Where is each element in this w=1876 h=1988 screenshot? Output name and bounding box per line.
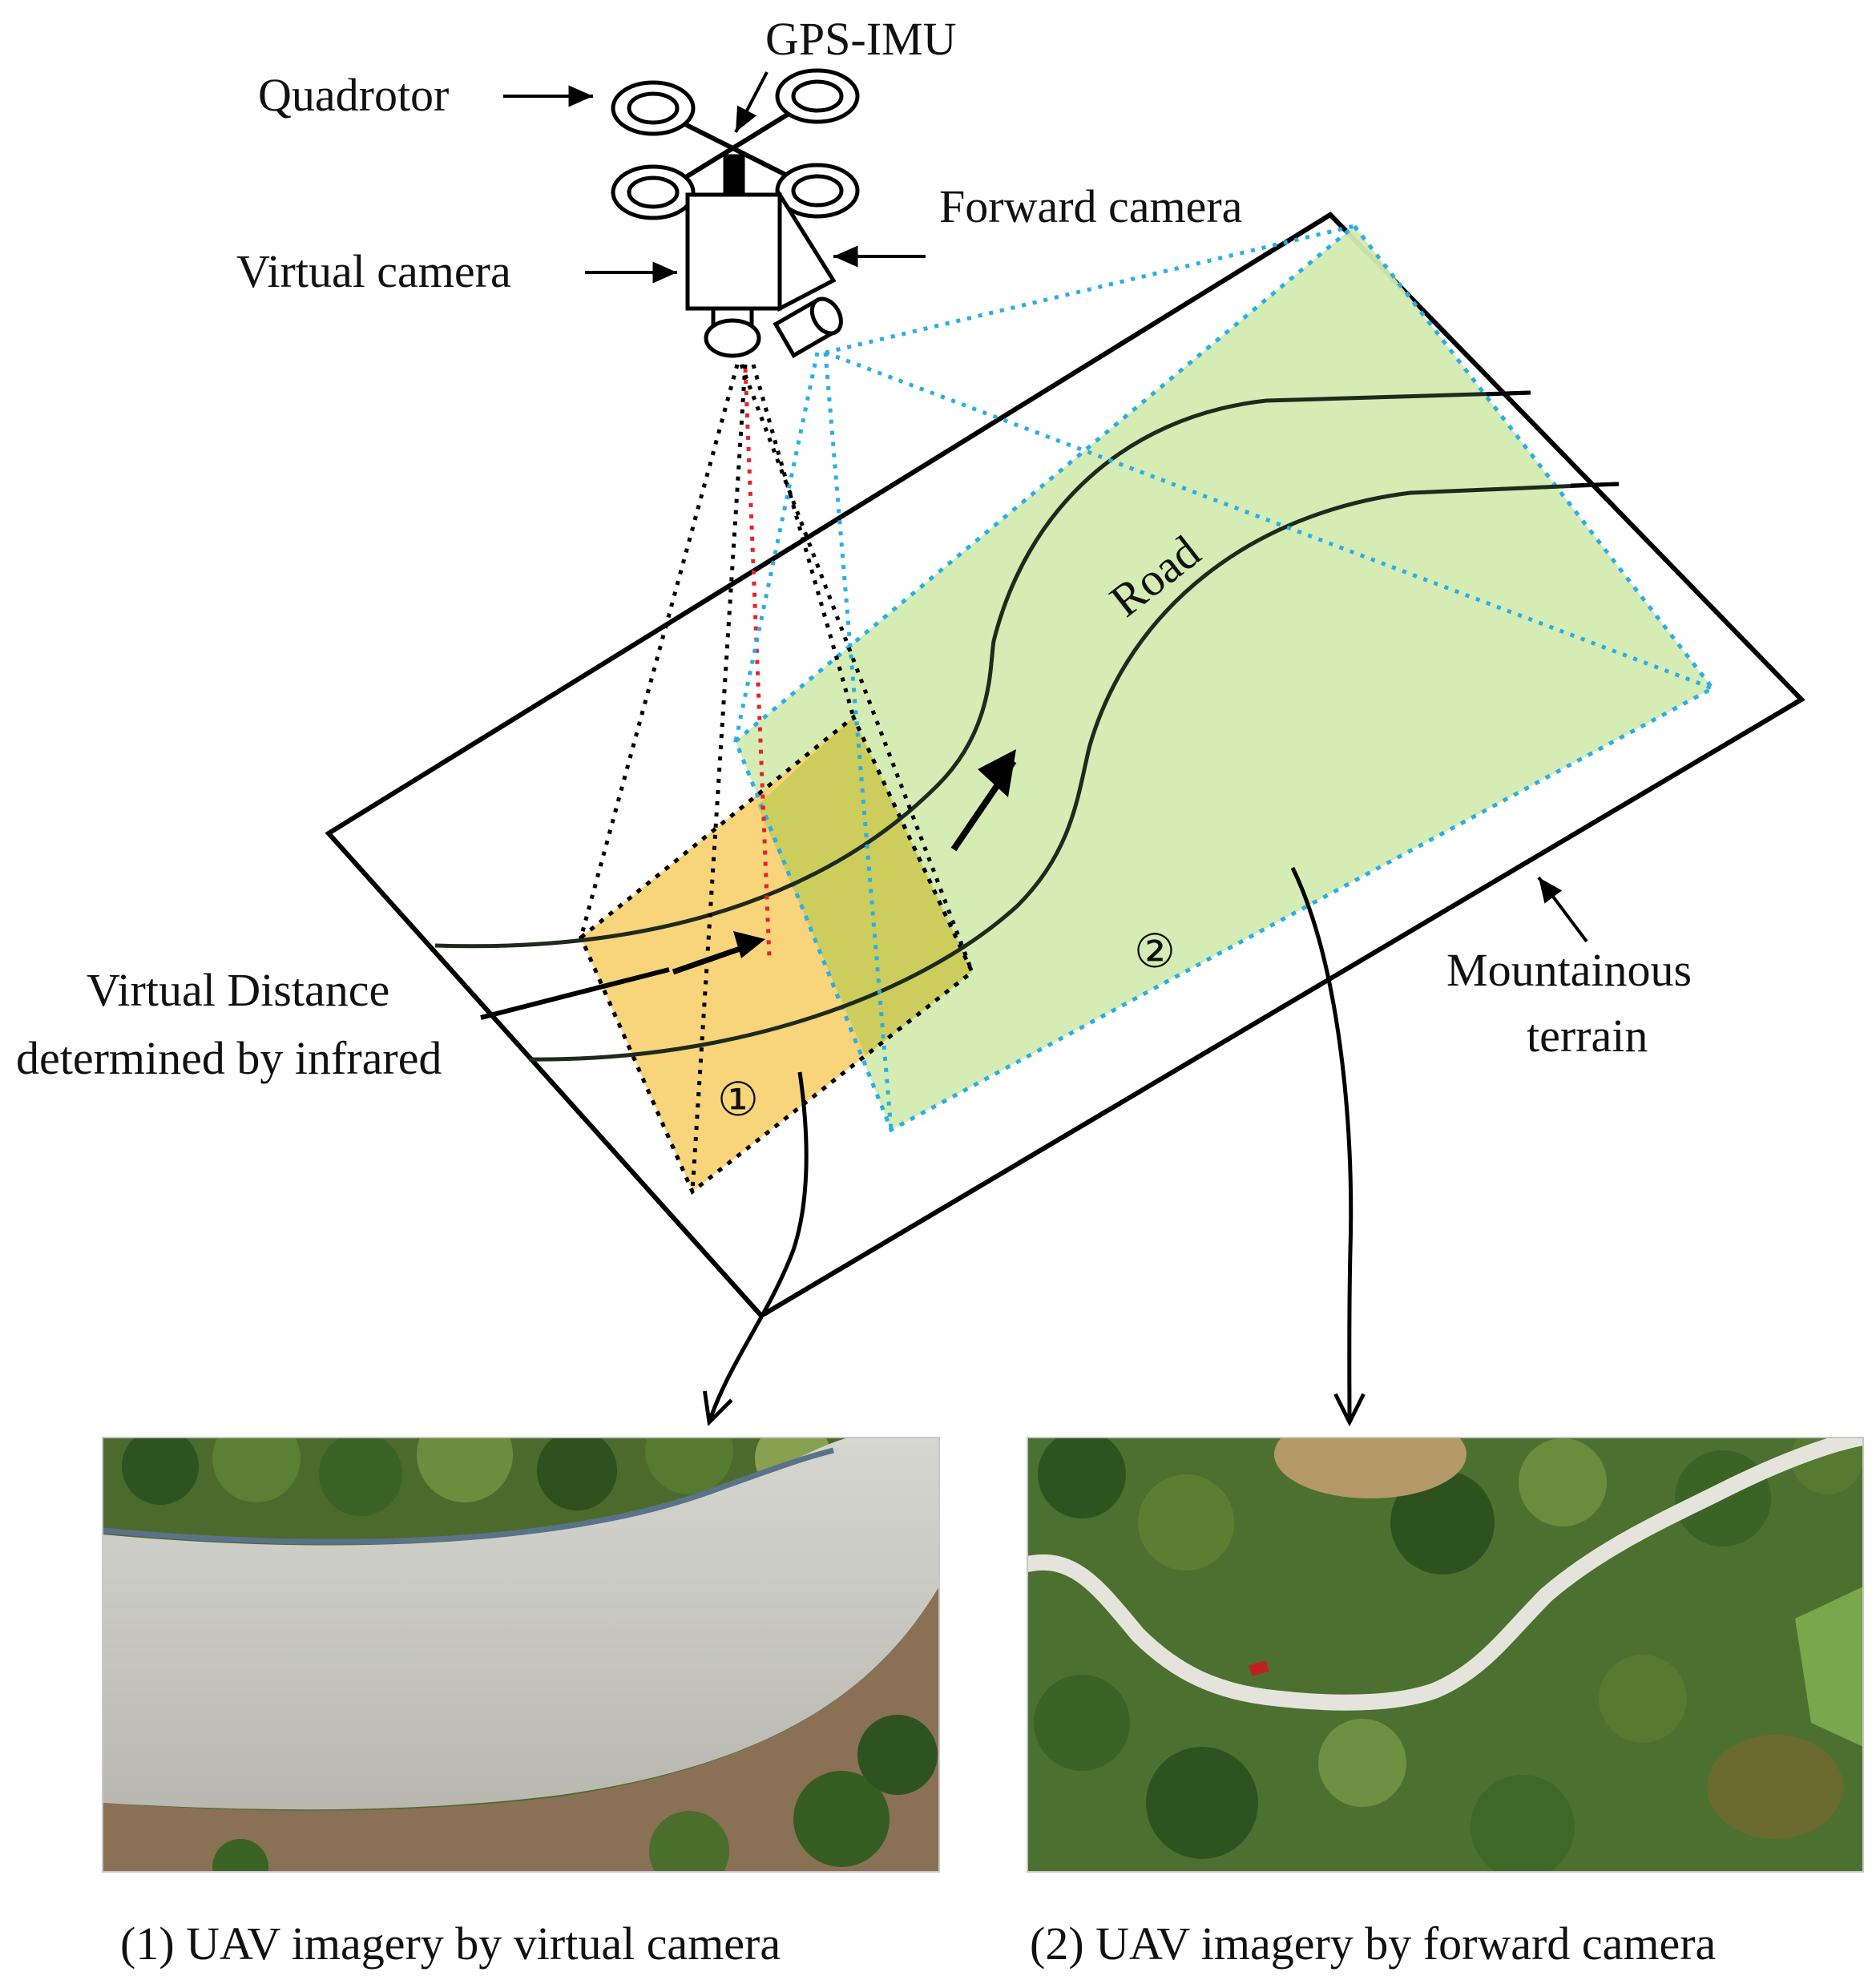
connector-to-forward-imagery <box>1290 866 1351 1422</box>
virtual-camera-lens <box>704 318 761 358</box>
travel-direction-arrowhead <box>978 749 1016 797</box>
forward-camera-imagery <box>1027 1438 1863 1872</box>
gps-imu-pointer <box>734 71 769 133</box>
rotor-bottom-right <box>775 163 860 219</box>
road-surface-right <box>1027 1438 1863 1711</box>
forward-camera-footprint <box>736 226 1713 1130</box>
mountainous-terrain-label-line1: Mountainous <box>1446 944 1692 996</box>
forward-camera-label: Forward camera <box>939 180 1242 232</box>
mountainous-terrain-pointer <box>1537 876 1588 943</box>
mountainous-terrain-label-line2: terrain <box>1527 1010 1648 1062</box>
road-edge-lower <box>528 482 1620 1062</box>
infrared-ray <box>743 368 772 958</box>
virtual-footprint-marker: ① <box>717 1074 759 1126</box>
road-end-tick-upper <box>1486 390 1531 397</box>
gps-imu-label: GPS-IMU <box>765 13 957 65</box>
roadside-pipe <box>103 1447 834 1545</box>
red-vehicle <box>1249 1660 1269 1676</box>
caption-forward-imagery: (2) UAV imagery by forward camera <box>1030 1917 1716 1970</box>
inner-direction-arrow <box>672 942 751 975</box>
road-end-tick-lower <box>1570 482 1620 488</box>
quadrotor-drone <box>611 68 860 358</box>
pond <box>1707 1735 1843 1839</box>
forward-camera-rays <box>733 224 1713 1131</box>
road-edge-upper <box>434 390 1531 949</box>
forward-footprint-marker: ② <box>1134 925 1176 978</box>
rotor-top-right <box>775 68 860 124</box>
forward-imagery-frame <box>1027 1437 1864 1873</box>
virtual-imagery-frame <box>102 1437 940 1873</box>
virtual-camera-body <box>685 192 782 311</box>
virtual-distance-label-line2: determined by infrared <box>16 1032 442 1084</box>
virtual-camera-rays <box>579 364 974 1192</box>
virtual-distance-pointer <box>480 967 670 1020</box>
rotor-bottom-left <box>611 164 696 220</box>
road-surface-left <box>103 1438 939 1810</box>
dry-field <box>1274 1438 1467 1498</box>
connector-to-virtual-imagery <box>709 1071 809 1422</box>
soil-edge-left <box>103 1587 939 1872</box>
forward-camera-lens <box>773 296 843 358</box>
quadrotor-label: Quadrotor <box>258 69 449 121</box>
virtual-distance-label-line1: Virtual Distance <box>87 964 389 1016</box>
caption-virtual-imagery: (1) UAV imagery by virtual camera <box>120 1917 781 1970</box>
rotor-top-left <box>611 80 696 136</box>
virtual-camera-label: Virtual camera <box>236 245 511 297</box>
inner-direction-arrowhead <box>733 931 765 958</box>
forward-camera-bracket <box>777 188 837 313</box>
virtual-camera-imagery <box>103 1438 939 1872</box>
